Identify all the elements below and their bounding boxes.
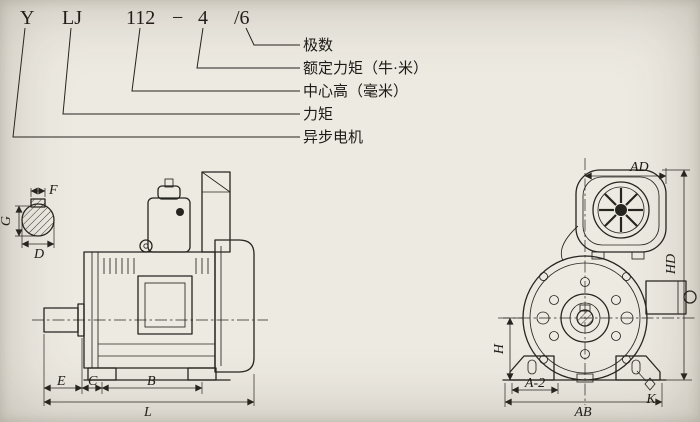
fan-cowl (214, 239, 255, 373)
fan-rim (592, 181, 650, 239)
housing-bolt (176, 208, 184, 216)
leader-torque (196, 27, 300, 69)
model-code: Y LJ 112 − 4 /6 (20, 7, 250, 29)
dim-label-E: E (56, 374, 66, 389)
fan-blades (599, 188, 643, 232)
dim-label-D: D (33, 247, 44, 262)
cap-nipple (164, 178, 174, 188)
leader-poles (245, 27, 300, 46)
leader-type (62, 27, 300, 115)
legend-label-type: 力矩 (303, 106, 333, 123)
terminal-box (645, 280, 687, 315)
dim-label-HD: HD (664, 254, 679, 275)
shaft-end (576, 309, 594, 327)
drain-plug (576, 373, 594, 383)
dim-label-K: K (645, 392, 656, 407)
legend: 极数 额定力矩（牛·米） 中心高（毫米） 力矩 异步电机 (303, 37, 428, 146)
blower-leg-left (591, 251, 605, 260)
dim-label-B: B (147, 374, 156, 389)
legend-leader-lines (12, 27, 300, 138)
dim-label-AD: AD (629, 160, 649, 175)
dim-label-G: G (0, 216, 14, 226)
code-dash: − (172, 7, 183, 29)
blower-housing (575, 169, 667, 253)
shaft-section (21, 203, 55, 237)
code-torque: 4 (198, 7, 208, 29)
brush-housing (147, 197, 191, 253)
legend-label-series: 异步电机 (303, 129, 363, 146)
dim-label-H: H (492, 343, 507, 355)
dim-label-F: F (48, 183, 58, 198)
eyebolt (139, 239, 153, 253)
leader-series (12, 27, 300, 138)
shaft-keyway (579, 304, 591, 312)
blower-leg-right (631, 251, 645, 260)
leader-frame (131, 27, 300, 92)
dim-label-L: L (143, 405, 152, 420)
legend-label-frame: 中心高（毫米） (303, 82, 408, 100)
blower-fan (560, 169, 667, 262)
housing-cap (157, 185, 181, 200)
foot-right (187, 367, 217, 381)
fan-hub (615, 204, 627, 216)
code-series: Y (20, 7, 34, 29)
blower-duct (201, 171, 231, 253)
dim-label-C: C (88, 374, 98, 389)
dim-label-AB: AB (573, 405, 592, 420)
side-view-dimensions: E C B L (43, 334, 255, 420)
code-frame: 112 (126, 7, 155, 29)
cooling-fins (103, 258, 209, 274)
code-type: LJ (62, 7, 82, 29)
foot-slot-left (527, 359, 537, 375)
k-hole-diamond (644, 377, 656, 391)
shaft-section-detail: F G D (0, 183, 58, 262)
side-view: F G D (0, 171, 268, 420)
code-poles: /6 (234, 7, 250, 29)
foot-slot-right (631, 359, 641, 375)
bearing-boss (560, 293, 610, 343)
dim-label-A2: A-2 (524, 376, 545, 391)
front-view-dimensions: AD HD H A-2 AB K (492, 160, 692, 420)
motor-side-body (43, 171, 255, 381)
legend-label-torque: 额定力矩（牛·米） (303, 60, 428, 77)
blower-duct-curve (560, 225, 579, 262)
legend-label-poles: 极数 (303, 37, 333, 54)
face-bolts (549, 277, 621, 359)
front-view: AD HD H A-2 AB K (492, 158, 697, 420)
center-frame (137, 275, 193, 335)
